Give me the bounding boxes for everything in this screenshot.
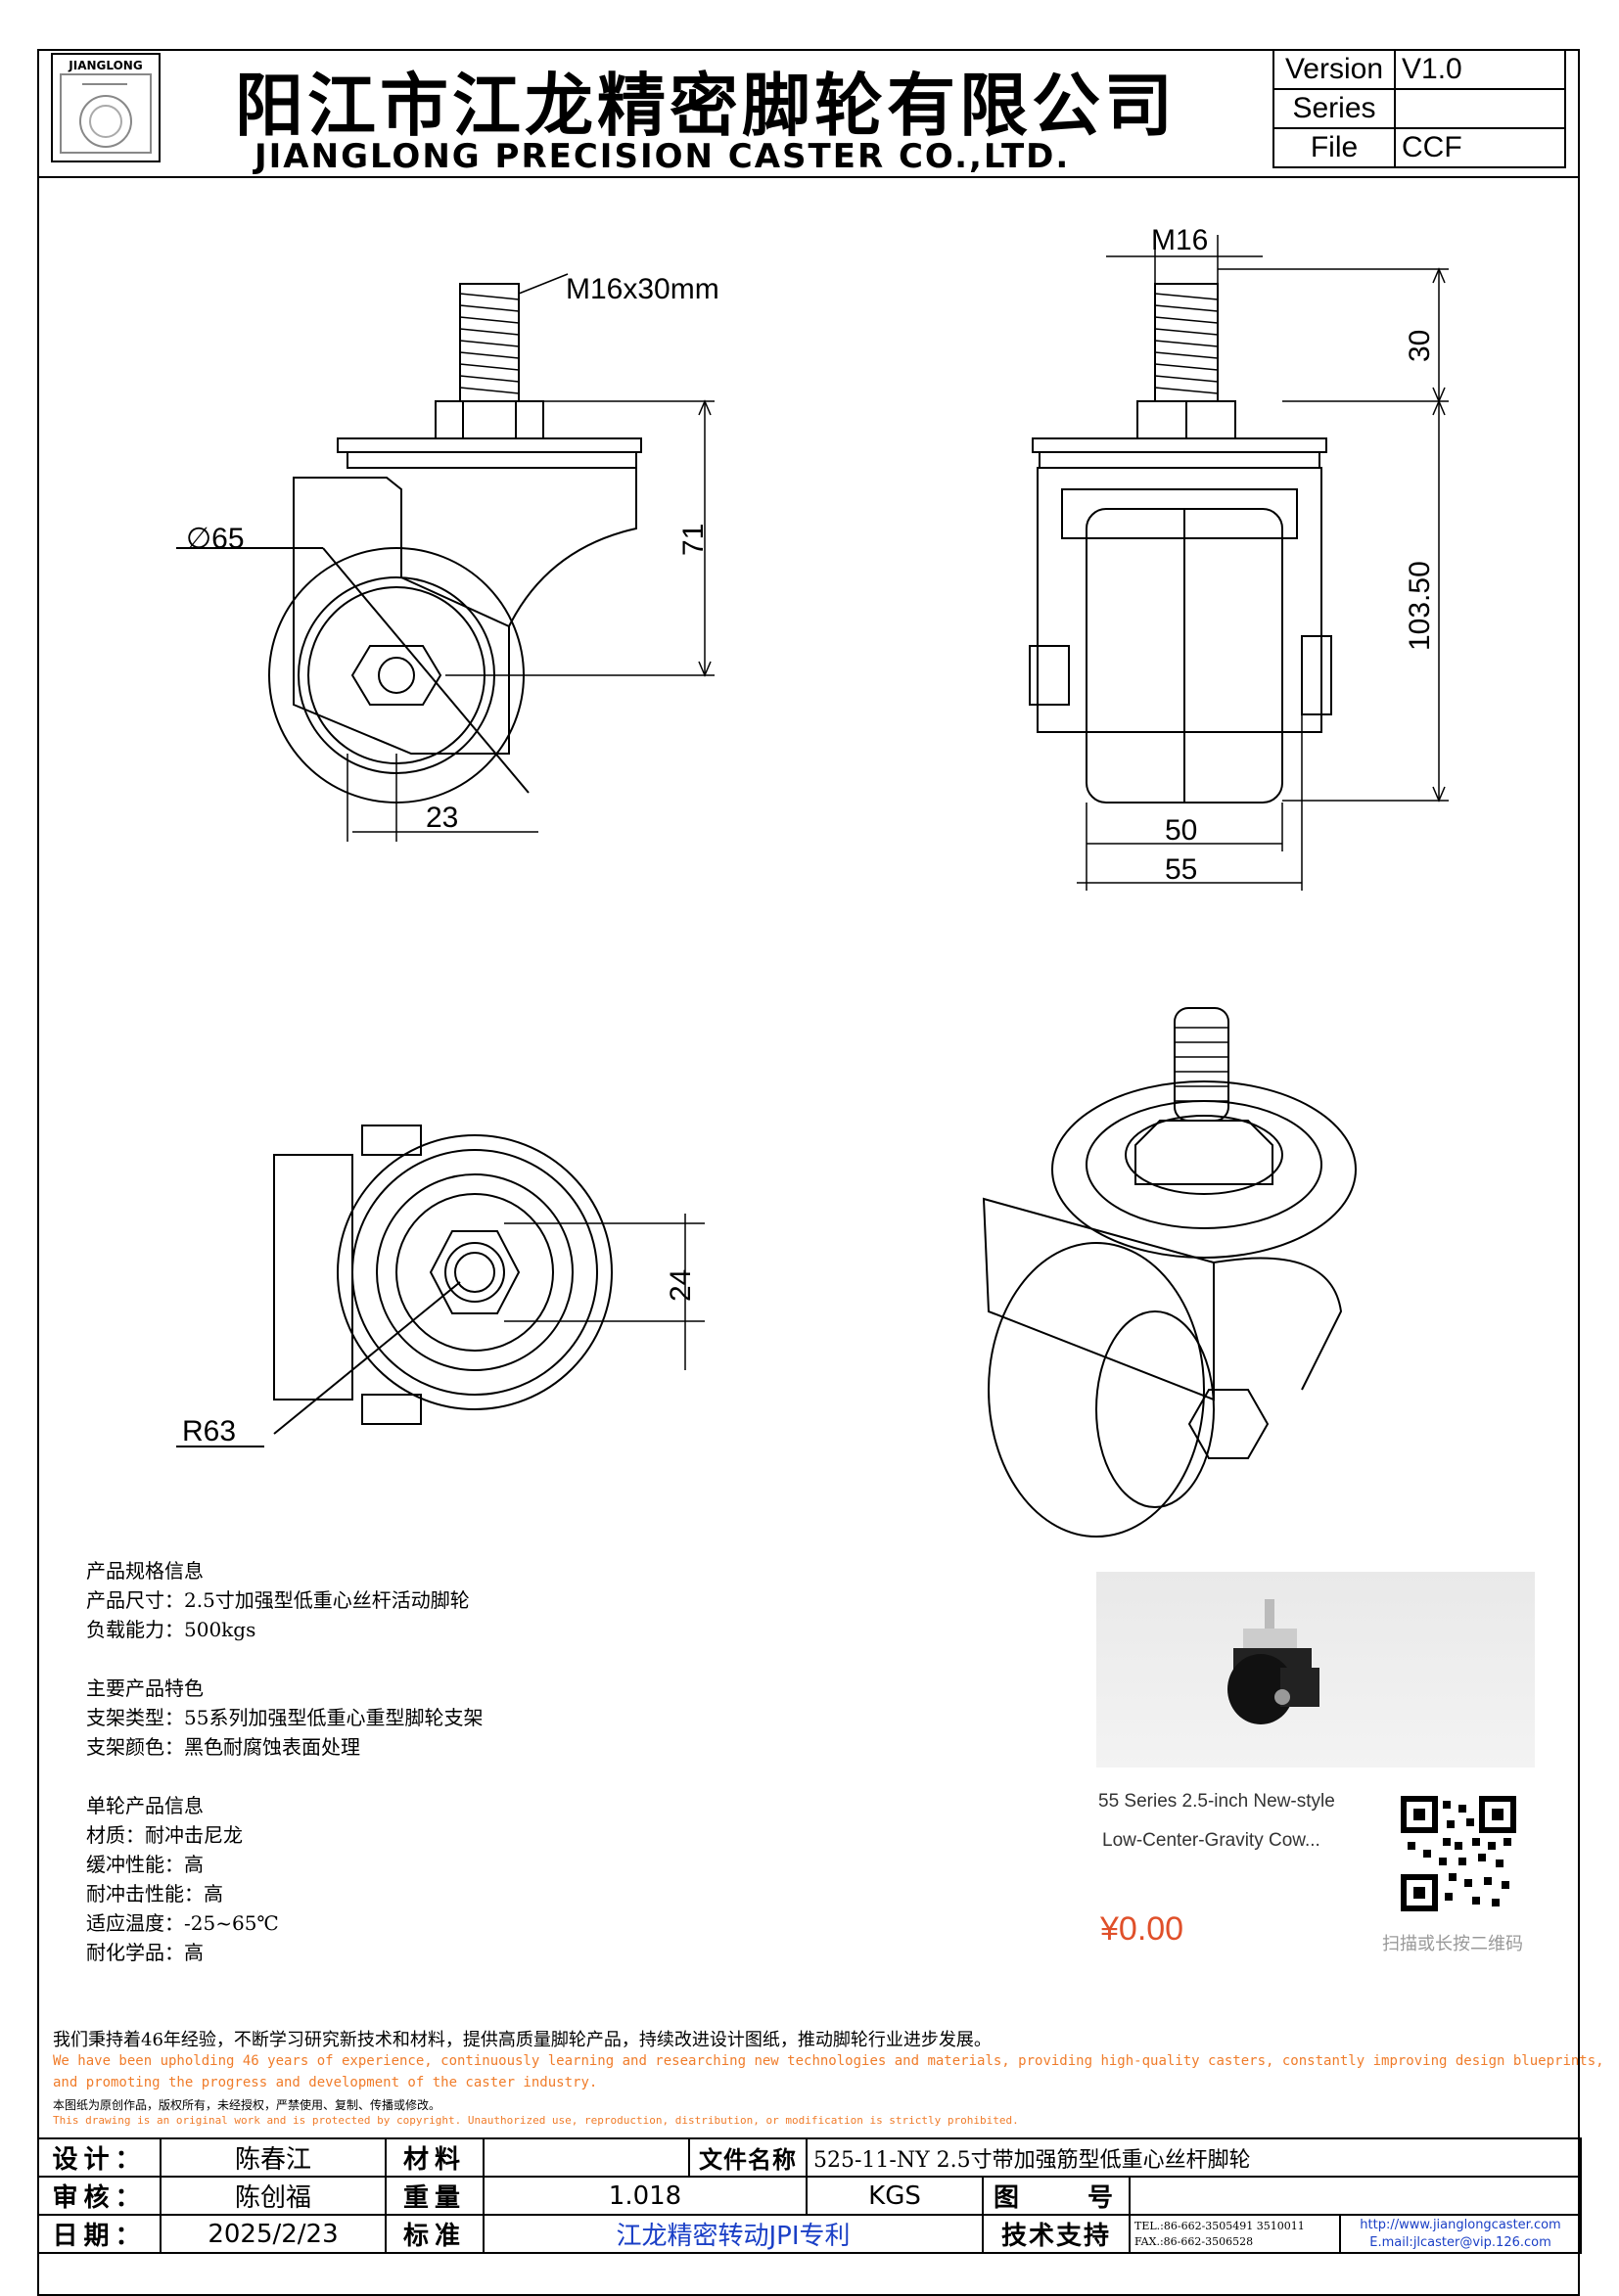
date-value: 2025/2/23 [160,2214,387,2254]
tel-text: TEL.:86-662-3505491 3510011 [1134,2219,1305,2232]
front-height-dim: 103.50 [1404,561,1436,651]
spec-line: 材质：耐冲击尼龙 [86,1823,243,1847]
spec-line: 适应温度：-25~65℃ [86,1911,279,1935]
revision-table: Version V1.0 Series File CCF [1272,49,1566,168]
contact-phone: TEL.:86-662-3505491 3510011 FAX.:86-662-… [1129,2214,1341,2254]
fax-text: FAX.:86-662-3506528 [1134,2234,1254,2248]
weight-value: 1.018 [483,2176,808,2216]
card-title-line2: Low-Center-Gravity Cow... [1102,1830,1320,1851]
spec-line: 负载能力：500kgs [86,1618,256,1641]
drawing-no-value [1129,2176,1582,2216]
review-value: 陈创福 [160,2176,387,2216]
standard-label: 标准 [385,2214,485,2254]
header-divider [37,176,1580,178]
side-diameter-dim: ∅65 [186,523,245,555]
qr-code-icon[interactable] [1400,1795,1517,1912]
material-value [483,2137,690,2178]
side-height-dim: 71 [677,524,710,556]
spec-gap [86,1762,483,1791]
file-label: File [1272,127,1396,168]
weight-unit: KGS [806,2176,984,2216]
front-width-inner-dim: 50 [1165,814,1197,847]
version-value: V1.0 [1394,49,1566,90]
spec-line: 产品规格信息 [86,1559,204,1583]
product-card[interactable]: 55 Series 2.5-inch New-style Low-Center-… [1077,1560,1537,2010]
company-logo: JIANGLONG [51,53,161,162]
company-name-cn: 阳江市江龙精密脚轮有限公司 [235,66,1177,146]
caster-photo-icon [1227,1599,1319,1724]
spec-line: 单轮产品信息 [86,1794,204,1817]
design-label: 设计： [37,2137,162,2178]
logo-text: JIANGLONG [69,59,143,72]
spec-line: 耐冲击性能：高 [86,1882,223,1906]
front-thread-length-dim: 30 [1404,330,1436,362]
company-name-en: JIANGLONG PRECISION CASTER CO.,LTD. [254,137,1071,176]
contact-web[interactable]: http://www.jianglongcaster.com E.mail:jl… [1339,2214,1582,2254]
filename-value: 525-11-NY 2.5寸带加强筋型低重心丝杆脚轮 [806,2137,1582,2178]
side-offset-dim: 23 [426,802,458,834]
front-thread-dim: M16 [1151,224,1208,256]
front-view-drawing [1029,235,1449,891]
spec-line: 主要产品特色 [86,1676,204,1700]
top-radius-dim: R63 [182,1415,236,1447]
filename-label: 文件名称 [688,2137,808,2178]
email-link[interactable]: E.mail:jlcaster@vip.126.com [1369,2234,1551,2250]
spec-line: 产品尺寸：2.5寸加强型低重心丝杆活动脚轮 [86,1588,470,1612]
side-view-drawing [176,273,715,842]
drawing-no-label: 图 号 [982,2176,1131,2216]
website-link[interactable]: http://www.jianglongcaster.com [1360,2217,1561,2232]
qr-scan-hint: 扫描或长按二维码 [1382,1934,1523,1954]
review-label: 审核： [37,2176,162,2216]
top-view-drawing [176,1125,705,1447]
caster-logo-icon [60,73,152,154]
tech-support-label: 技术支持 [982,2214,1131,2254]
spec-line: 缓冲性能：高 [86,1853,204,1876]
front-width-outer-dim: 55 [1165,853,1197,886]
standard-value: 江龙精密转动JPI专利 [483,2214,984,2254]
product-specifications: 产品规格信息 产品尺寸：2.5寸加强型低重心丝杆活动脚轮 负载能力：500kgs… [86,1556,483,1967]
copyright-note-en: This drawing is an original work and is … [53,2114,1019,2127]
weight-label: 重量 [385,2176,485,2216]
design-value: 陈春江 [160,2137,387,2178]
spec-line: 支架类型：55系列加强型低重心重型脚轮支架 [86,1706,484,1729]
title-block: 设计： 陈春江 材料 文件名称 525-11-NY 2.5寸带加强筋型低重心丝杆… [37,2137,1582,2254]
copyright-note-cn: 本图纸为原创作品，版权所有，未经授权，严禁使用、复制、传播或修改。 [53,2098,441,2112]
file-value: CCF [1394,127,1566,168]
version-label: Version [1272,49,1396,90]
series-value [1394,88,1566,129]
isometric-view-drawing [982,1007,1357,1538]
card-price: ¥0.00 [1100,1910,1184,1948]
spec-line: 耐化学品：高 [86,1941,204,1964]
side-thread-dim: M16x30mm [566,273,719,305]
date-label: 日期： [37,2214,162,2254]
top-dim: 24 [665,1269,697,1302]
card-title-line1: 55 Series 2.5-inch New-style [1098,1791,1335,1812]
slogan-en-line2: and promoting the progress and developme… [53,2075,598,2090]
spec-line: 支架颜色：黑色耐腐蚀表面处理 [86,1735,360,1759]
spec-gap [86,1644,483,1674]
series-label: Series [1272,88,1396,129]
material-label: 材料 [385,2137,485,2178]
product-photo[interactable] [1096,1572,1535,1768]
slogan-en-line1: We have been upholding 46 years of exper… [53,2053,1604,2069]
slogan-cn: 我们秉持着46年经验，不断学习研究新技术和材料，提供高质量脚轮产品，持续改进设计… [53,2030,992,2050]
